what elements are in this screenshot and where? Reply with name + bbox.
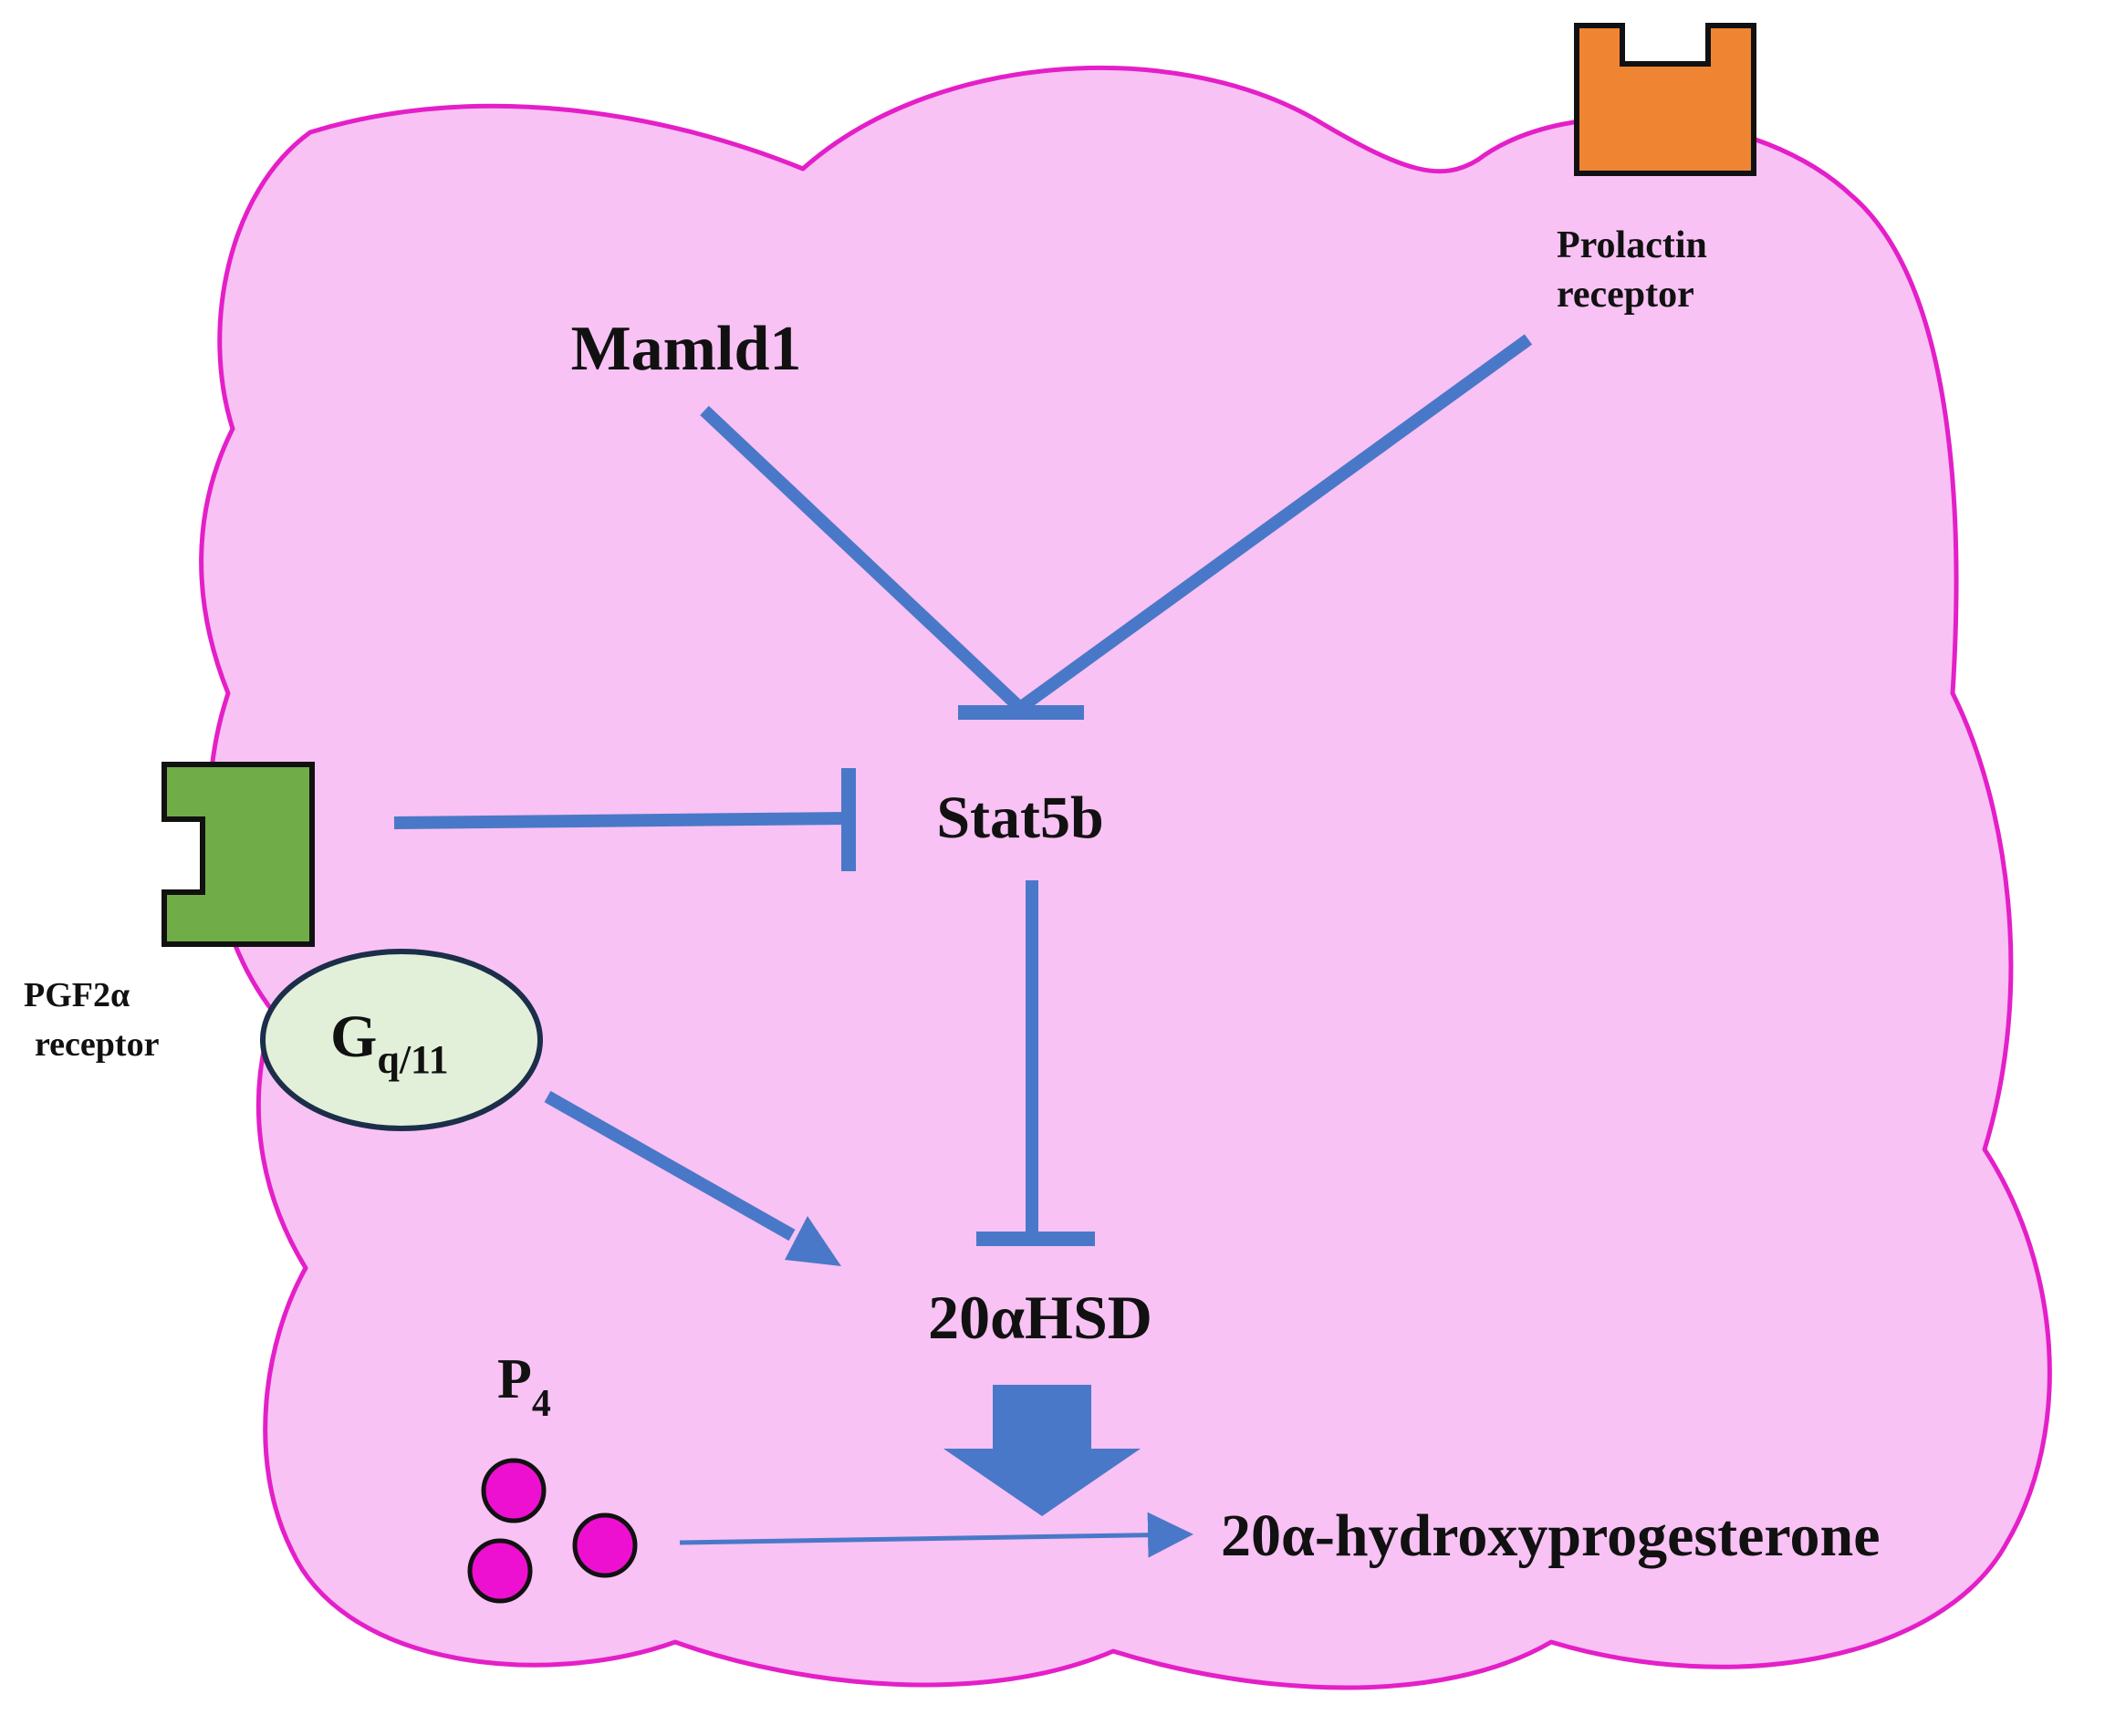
gq11-label: Gq/11	[330, 1003, 449, 1082]
pathway-edges	[393, 334, 1533, 1558]
pgf2a-receptor-label-line1: PGF2α	[24, 976, 130, 1014]
arrowhead-gq11-hsd	[785, 1216, 841, 1266]
progesterone-molecules	[467, 1458, 638, 1604]
progesterone-molecule	[572, 1513, 638, 1578]
prolactin-receptor-label-line2: receptor	[1557, 274, 1694, 316]
gq11-ellipse	[260, 949, 543, 1131]
edge-mamld1-stat5b	[700, 405, 1025, 713]
edge-gq11-hsd	[544, 1090, 796, 1242]
pgf2a-receptor-label-line2: receptor	[35, 1025, 160, 1064]
block-arrow-down	[943, 1385, 1141, 1516]
progesterone-molecule	[467, 1538, 533, 1604]
gq11-label-main: G	[330, 1003, 377, 1070]
gq11-label-sub: q/11	[377, 1037, 448, 1082]
stat5b-label: Stat5b	[936, 785, 1103, 851]
edge-prolactin-stat5b	[1016, 334, 1533, 713]
cell-membrane	[199, 65, 2052, 1690]
edge-pgf2a-stat5b	[393, 812, 849, 829]
pgf2a-receptor-shape	[162, 762, 315, 947]
edge-p4-product	[679, 1512, 1193, 1558]
hsd20a-label: 20αHSD	[928, 1283, 1152, 1352]
p4-label: P4	[497, 1348, 551, 1425]
p4-label-main: P	[497, 1348, 532, 1410]
prolactin-receptor-label-line1: Prolactin	[1557, 224, 1707, 266]
p4-label-sub: 4	[532, 1383, 551, 1425]
mamld1-label: Mamld1	[571, 314, 802, 384]
product-label: 20α-hydroxyprogesterone	[1221, 1502, 1881, 1569]
prolactin-receptor-shape	[1574, 23, 1756, 176]
progesterone-molecule	[481, 1458, 547, 1523]
